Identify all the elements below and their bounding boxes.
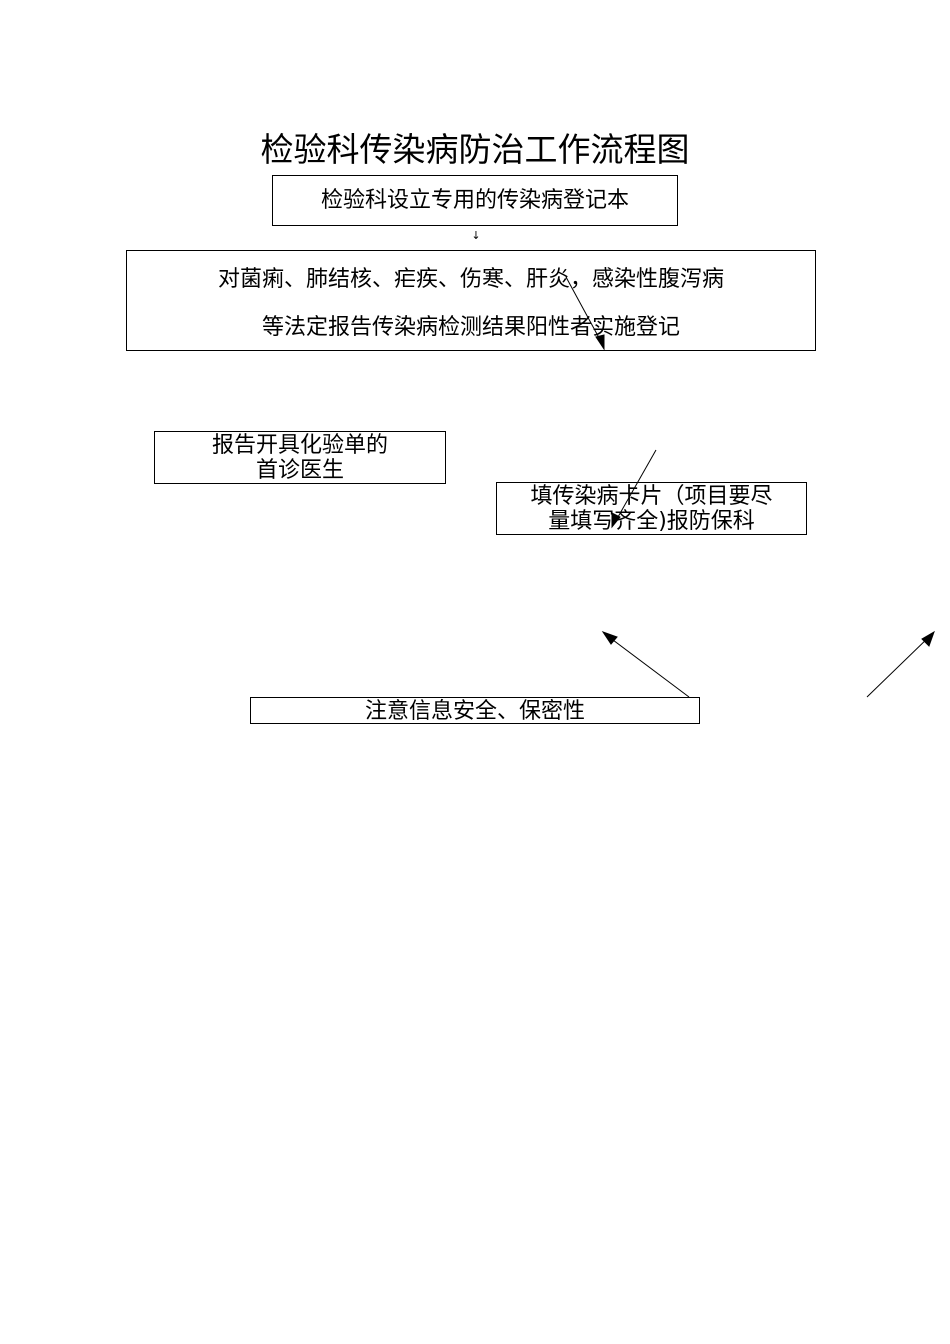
step-report-doctor-line1: 报告开具化验单的 (211, 433, 388, 458)
step-register-book-box: 检验科设立专用的传染病登记本 (272, 175, 678, 226)
step-positive-register-line2: 等法定报告传染病检测结果阳性者实施登记 (261, 315, 680, 340)
page-title: 检验科传染病防治工作流程图 (260, 130, 690, 169)
connector-arrow-3 (604, 633, 690, 698)
step-report-doctor-line2: 首诊医生 (255, 458, 344, 483)
step-fill-card-line1: 填传染病卡片（项目要尽 (530, 484, 773, 509)
step-positive-register-box: 对菌痢、肺结核、疟疾、伤寒、肝炎，感染性腹泻病 等法定报告传染病检测结果阳性者实… (126, 250, 816, 351)
connector-arrow-4 (866, 633, 933, 698)
step-register-book-label: 检验科设立专用的传染病登记本 (320, 188, 629, 213)
arrowhead-icon (601, 631, 618, 645)
step-positive-register-line1: 对菌痢、肺结核、疟疾、伤寒、肝炎，感染性腹泻病 (217, 267, 724, 292)
step-security-label: 注意信息安全、保密性 (364, 699, 585, 724)
step-fill-card-box: 填传染病卡片（项目要尽 量填写齐全)报防保科 (496, 482, 807, 535)
step-report-doctor-box: 报告开具化验单的 首诊医生 (154, 431, 446, 484)
arrowhead-icon (921, 630, 935, 647)
step-security-box: 注意信息安全、保密性 (250, 697, 700, 724)
down-arrow-icon: ↓ (471, 229, 481, 242)
step-fill-card-line2: 量填写齐全)报防保科 (548, 509, 755, 534)
